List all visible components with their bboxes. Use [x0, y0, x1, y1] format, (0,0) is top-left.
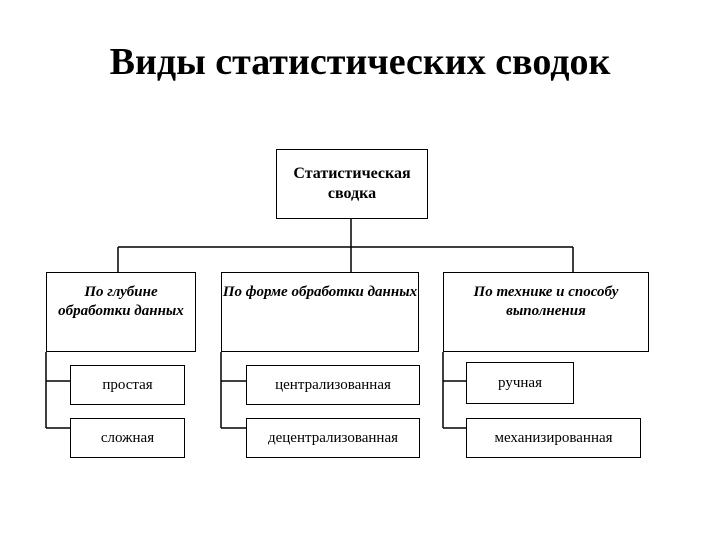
category-node-label: По технике и способу выполнения — [473, 284, 619, 319]
root-node: Статистическая сводка — [276, 149, 428, 219]
root-node-label: Статистическая сводка — [293, 165, 411, 202]
leaf-node-simple: простая — [70, 365, 185, 405]
leaf-node-label: централизованная — [275, 376, 391, 393]
category-node-technique: По технике и способу выполнения — [443, 272, 649, 352]
category-node-label: По глубине обработки данных — [58, 284, 184, 319]
category-node-form: По форме обработки данных — [221, 272, 419, 352]
leaf-node-label: механизированная — [494, 429, 613, 446]
leaf-node-centralized: централизованная — [246, 365, 420, 405]
category-node-depth: По глубине обработки данных — [46, 272, 196, 352]
category-node-label: По форме обработки данных — [222, 284, 418, 300]
leaf-node-label: простая — [102, 376, 153, 393]
page-title: Виды статистических сводок — [109, 41, 611, 83]
leaf-node-mechanized: механизированная — [466, 418, 641, 458]
leaf-node-label: сложная — [100, 429, 155, 446]
leaf-node-complex: сложная — [70, 418, 185, 458]
leaf-node-decentralized: децентрализованная — [246, 418, 420, 458]
leaf-node-label: децентрализованная — [267, 429, 399, 446]
leaf-node-manual: ручная — [466, 362, 574, 404]
leaf-node-label: ручная — [498, 374, 542, 391]
